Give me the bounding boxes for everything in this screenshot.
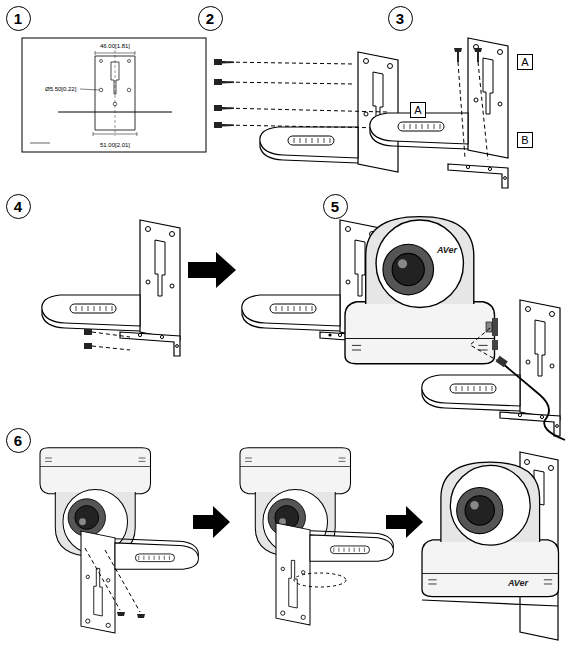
label-text: 4 (14, 199, 22, 214)
dimension-label: 46.00[1.81] (99, 42, 131, 50)
brand-logo: AVer (508, 578, 528, 588)
step2-bracket-part-part (214, 79, 234, 85)
mounting-template-part (99, 88, 103, 92)
step6-seated-part (276, 523, 393, 625)
step6-attach-part (85, 548, 140, 612)
step2-bracket-part-part (222, 125, 387, 128)
step-number: 1 (6, 6, 31, 31)
part-label-box: A (517, 54, 533, 70)
step5-camera-part (492, 318, 498, 336)
step4-before-part (42, 220, 180, 340)
step6-mounted (422, 452, 559, 640)
step4-before-part-part (92, 332, 130, 337)
step-number: 4 (6, 194, 31, 219)
step6-seated (240, 448, 393, 625)
label-text: 2 (206, 11, 214, 26)
step5-camera-part (496, 356, 508, 367)
step5-camera-part (492, 340, 498, 350)
step2-bracket (214, 52, 398, 172)
step4-before-part (120, 332, 180, 356)
step4-before-part-part (92, 346, 130, 350)
mounting-template-part (80, 89, 99, 90)
step2-bracket-part-part (222, 82, 354, 84)
step4-after-part (328, 333, 331, 336)
step6-attach-part (117, 612, 145, 618)
step6-attach-part-part (137, 614, 145, 618)
step-arrow (193, 506, 230, 538)
step3-bracket-part (448, 164, 508, 188)
step6-mounted-part (549, 466, 554, 471)
step3-bracket-part-part (478, 62, 488, 160)
label-text: 3 (396, 11, 404, 26)
step6-attach-part-part (81, 531, 198, 633)
mounting-template-part (95, 51, 135, 55)
step6-attach-part-part (85, 548, 120, 610)
step2-bracket-part-part (214, 59, 234, 65)
step6-mounted-part (422, 600, 558, 606)
step4-before (42, 220, 180, 356)
step6-seated-part-part (276, 523, 393, 625)
step6-seated-part (294, 573, 346, 587)
step2-bracket-part-part (222, 108, 387, 112)
step3-bracket-part (370, 38, 508, 158)
step2-bracket-part-part (214, 122, 234, 128)
step5-camera-part (422, 300, 560, 420)
step6-mounted-part (525, 460, 530, 465)
part-label-box: A (410, 102, 426, 118)
step3-bracket-part-part (458, 62, 465, 158)
step3-bracket-part (454, 48, 482, 62)
label-text: A (414, 105, 421, 116)
label-text: 1 (14, 11, 22, 26)
step-arrow (188, 252, 236, 288)
mounting-template-part (115, 50, 116, 136)
step-number: 3 (388, 6, 413, 31)
step2-bracket-part-part (214, 105, 234, 111)
mounting-template-part (93, 132, 137, 136)
mounting-template (22, 38, 206, 152)
step6-attach (40, 448, 198, 633)
step5-camera-part (502, 363, 565, 440)
step6-attach-part-part (105, 550, 140, 612)
step6-attach-part (81, 531, 198, 633)
step-number: 2 (198, 6, 223, 31)
step5-camera-part (470, 328, 500, 362)
step2-bracket-part (214, 59, 234, 128)
label-text: B (521, 135, 528, 146)
dimension-label: Ø5.50[0.22] (44, 85, 77, 93)
step4-before-part (92, 332, 130, 350)
mounting-template-part (22, 38, 206, 152)
step5-camera (345, 217, 565, 440)
label-text: A (521, 57, 528, 68)
mounting-template-part (128, 60, 131, 63)
step3-bracket (370, 38, 508, 188)
step6-mounted-part (422, 462, 559, 596)
step4-before-part-part (84, 343, 92, 349)
step-number: 5 (323, 194, 348, 219)
step3-bracket-part (458, 62, 488, 160)
mounting-template-part (100, 60, 103, 63)
step3-bracket-part-part (474, 48, 482, 62)
brand-logo: AVer (437, 245, 457, 255)
step3-bracket-part-part (454, 48, 462, 62)
step4-before-part-part (84, 329, 92, 335)
dimension-label: 51.00[2.01] (99, 141, 131, 149)
step6-attach-part-part (117, 612, 125, 616)
step4-before-part (84, 329, 92, 349)
step-number: 6 (6, 428, 31, 453)
label-text: 5 (331, 199, 339, 214)
step5-camera-part (345, 217, 495, 364)
step-arrow (386, 506, 423, 538)
step2-bracket-part (222, 62, 387, 128)
step2-bracket-part-part (222, 62, 354, 64)
label-text: 6 (14, 433, 22, 448)
mounting-template-part (30, 142, 50, 144)
part-label-box: B (517, 132, 533, 148)
mounting-template-part (127, 88, 131, 92)
